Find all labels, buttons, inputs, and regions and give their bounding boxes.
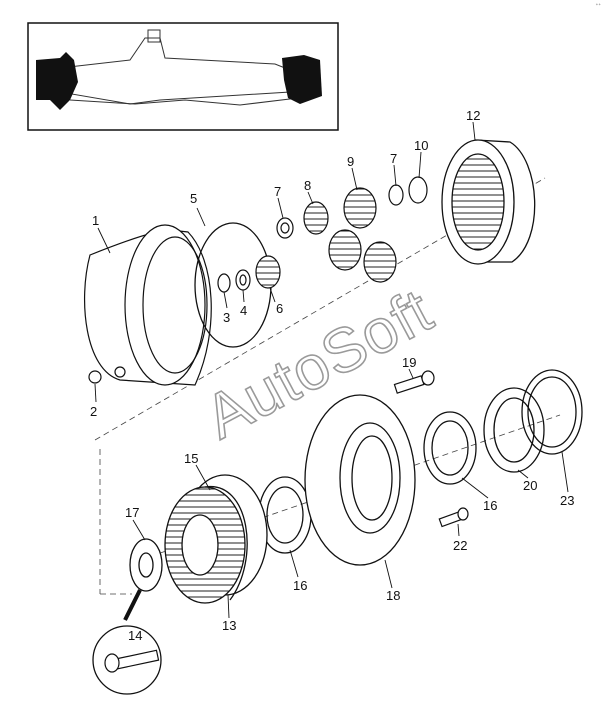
part-label-16b: 16 (483, 498, 497, 513)
part-label-4: 4 (240, 303, 247, 318)
part-label-5: 5 (190, 191, 197, 206)
part-label-10: 10 (414, 138, 428, 153)
part-label-19: 19 (402, 355, 416, 370)
part-label-14: 14 (128, 628, 142, 643)
part-labels: 1 2 3 4 5 6 7 8 9 7 10 12 19 15 17 16 16… (90, 108, 574, 643)
washers (217, 269, 251, 293)
part-label-22: 22 (453, 538, 467, 553)
part-label-1: 1 (92, 213, 99, 228)
part-label-7b: 7 (390, 151, 397, 166)
part-label-7a: 7 (274, 184, 281, 199)
inset-frame (27, 22, 339, 131)
sun-gear-assembly (129, 474, 268, 604)
planet-gears (255, 176, 428, 289)
part-label-8: 8 (304, 178, 311, 193)
leader-lines (94, 121, 569, 619)
part-label-23: 23 (560, 493, 574, 508)
axle-inset (27, 22, 339, 131)
planetary-housing (83, 224, 212, 386)
part-label-9: 9 (347, 154, 354, 169)
bolt-22 (438, 507, 469, 528)
bolt-14 (104, 649, 160, 673)
bolt-19 (393, 370, 435, 394)
part-label-6: 6 (276, 301, 283, 316)
part-label-18: 18 (386, 588, 400, 603)
part-label-17: 17 (125, 505, 139, 520)
part-label-3: 3 (223, 310, 230, 325)
ring-gear (441, 139, 536, 265)
part-label-20: 20 (523, 478, 537, 493)
inset-hub-left (36, 52, 78, 110)
leader-14 (123, 589, 142, 621)
wheel-hub (304, 394, 416, 566)
part-label-2: 2 (90, 404, 97, 419)
part-label-15: 15 (184, 451, 198, 466)
part-label-13: 13 (222, 618, 236, 633)
part-label-16a: 16 (293, 578, 307, 593)
inset-hub-right (282, 55, 322, 104)
corner-mark: ᐩᐩ (595, 3, 601, 10)
part-label-12: 12 (466, 108, 480, 123)
